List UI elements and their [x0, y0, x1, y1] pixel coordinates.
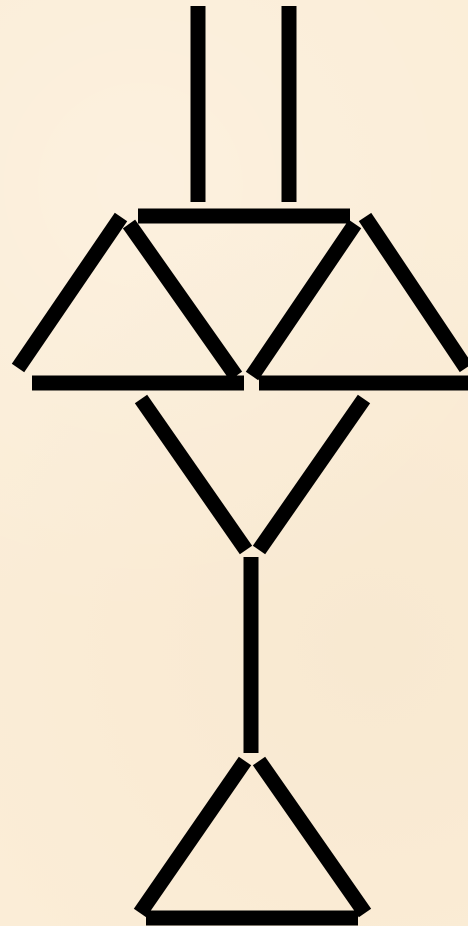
- left-triangle-inner-stick[interactable]: [129, 224, 236, 376]
- bottom-triangle-left-stick[interactable]: [140, 761, 245, 913]
- inverted-triangle-left-stick[interactable]: [141, 399, 246, 550]
- inverted-triangle-right-stick[interactable]: [259, 399, 364, 550]
- bottom-triangle-right-stick[interactable]: [259, 761, 365, 913]
- right-triangle-inner-stick[interactable]: [252, 224, 355, 376]
- left-triangle-outer-stick[interactable]: [18, 217, 121, 368]
- right-triangle-outer-stick[interactable]: [365, 217, 466, 368]
